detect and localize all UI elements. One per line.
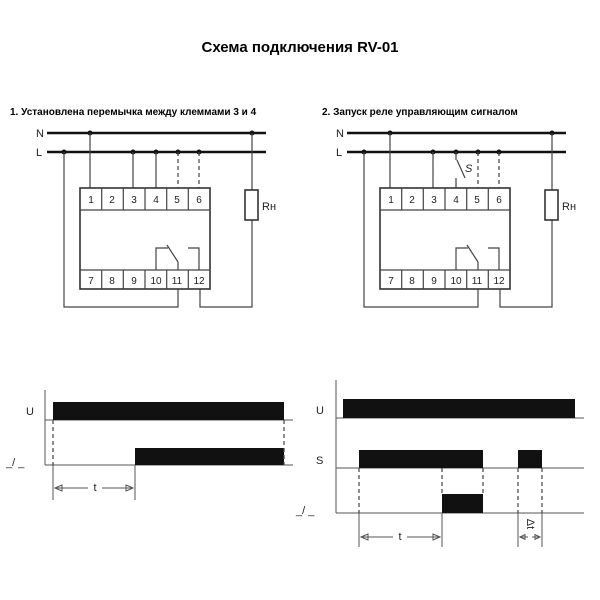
terminal-4: 4 — [153, 195, 159, 206]
terminal-12: 12 — [493, 276, 505, 287]
bus-l-label: L — [36, 147, 42, 159]
terminal-9: 9 — [431, 276, 437, 287]
terminal-7: 7 — [388, 276, 394, 287]
supply-bar — [343, 399, 575, 418]
terminal-10: 10 — [450, 276, 462, 287]
bus-n-label: N — [336, 128, 344, 140]
terminal-1: 1 — [388, 195, 394, 206]
switch-label: S — [465, 163, 473, 175]
load-label: Rн — [562, 201, 576, 213]
timing-diagram-1: U _/ _ t — [5, 390, 293, 500]
wiring-diagram-1: 1. Установлена перемычка между клеммами … — [10, 107, 276, 308]
terminal-9: 9 — [131, 276, 137, 287]
u-label: U — [316, 405, 324, 417]
terminal-12: 12 — [193, 276, 205, 287]
terminal-3: 3 — [431, 195, 437, 206]
bus-n-label: N — [36, 128, 44, 140]
load-resistor — [244, 189, 259, 221]
control-signal-bar-2 — [518, 450, 542, 468]
terminal-2: 2 — [109, 195, 115, 206]
switch-s — [363, 133, 553, 308]
u-label: U — [26, 406, 34, 418]
contact-label: _/ _ — [5, 457, 25, 469]
terminal-3: 3 — [131, 195, 137, 206]
diagram1-caption: 1. Установлена перемычка между клеммами … — [10, 107, 257, 118]
t-label: t — [93, 482, 96, 494]
wiring-diagram-2: 2. Запуск реле управляющим сигналом N L … — [322, 107, 576, 308]
terminal-1: 1 — [88, 195, 94, 206]
page-title: Схема подключения RV-01 — [201, 39, 398, 56]
terminal-5: 5 — [174, 195, 180, 206]
terminal-8: 8 — [409, 276, 415, 287]
relay-output-bar — [442, 494, 483, 513]
bus-l-label: L — [336, 147, 342, 159]
relay-contact-symbol — [155, 244, 200, 270]
terminal-5: 5 — [474, 195, 480, 206]
terminal-4: 4 — [453, 195, 459, 206]
control-signal-bar-1 — [359, 450, 483, 468]
terminal-11: 11 — [172, 276, 183, 287]
terminal-6: 6 — [496, 195, 502, 206]
terminal-10: 10 — [150, 276, 162, 287]
terminal-8: 8 — [109, 276, 115, 287]
supply-bar — [53, 402, 284, 420]
terminal-6: 6 — [196, 195, 202, 206]
relay-output-bar — [135, 448, 284, 465]
contact-label: _/ _ — [295, 505, 315, 517]
relay-contact-symbol — [455, 244, 500, 270]
terminal-2: 2 — [409, 195, 415, 206]
terminal-11: 11 — [472, 276, 483, 287]
terminal-7: 7 — [88, 276, 94, 287]
dt-label: Δt — [524, 519, 536, 529]
diagram2-caption: 2. Запуск реле управляющим сигналом — [322, 107, 518, 118]
load-label: Rн — [262, 201, 276, 213]
timing-diagram-2: U S _/ _ t Δt — [295, 380, 584, 547]
load-resistor — [544, 189, 559, 221]
t-label: t — [398, 531, 401, 543]
s-label: S — [316, 455, 323, 467]
